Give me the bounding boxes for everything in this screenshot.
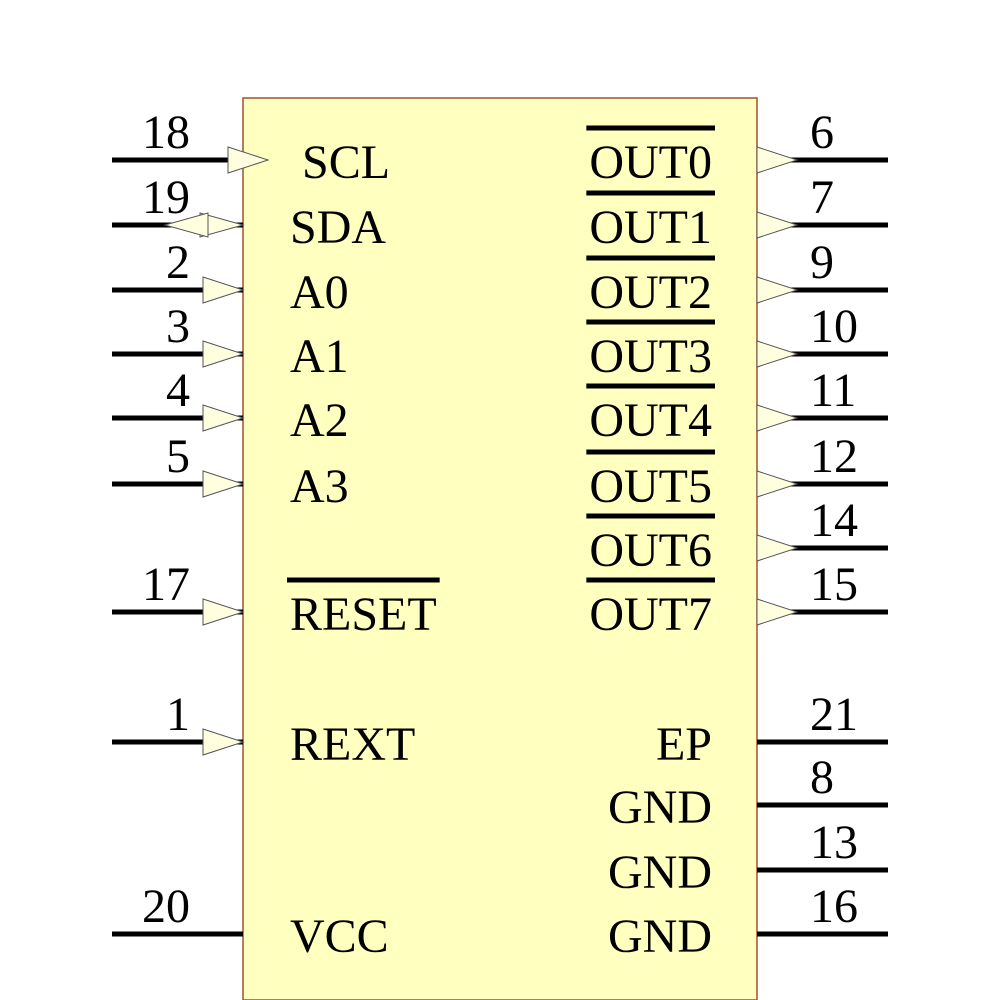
pin-label: A0 — [290, 266, 349, 319]
right-pin-group: 6OUT07OUT19OUT210OUT311OUT412OUT514OUT61… — [586, 106, 888, 963]
pin-number: 20 — [142, 880, 190, 933]
pin-label: OUT3 — [589, 330, 712, 383]
pin-a3-5: 5A3 — [112, 430, 349, 513]
input-arrow-icon — [202, 276, 245, 304]
pin-label: A3 — [290, 460, 349, 513]
output-arrow-icon — [756, 598, 799, 626]
pin-number: 1 — [166, 688, 190, 741]
pin-label: SCL — [302, 136, 390, 189]
output-arrow-icon — [756, 146, 799, 174]
output-arrow-icon — [756, 534, 799, 562]
pin-label: GND — [608, 910, 712, 963]
pin-number: 16 — [810, 880, 858, 933]
pin-label: OUT0 — [589, 136, 712, 189]
pin-number: 6 — [810, 106, 834, 159]
pin-number: 19 — [142, 171, 190, 224]
output-arrow-icon — [756, 470, 799, 498]
pin-number: 14 — [810, 494, 858, 547]
pin-number: 2 — [166, 236, 190, 289]
pin-label: OUT6 — [589, 524, 712, 577]
input-arrow-icon — [202, 340, 245, 368]
pin-a2-4: 4A2 — [112, 364, 349, 447]
pin-number: 13 — [810, 816, 858, 869]
pin-number: 3 — [166, 300, 190, 353]
input-arrow-icon — [202, 728, 245, 756]
pin-number: 11 — [810, 364, 856, 417]
pin-number: 8 — [810, 751, 834, 804]
pin-label: OUT7 — [589, 588, 712, 641]
output-arrow-icon — [756, 404, 799, 432]
pin-number: 21 — [810, 688, 858, 741]
input-arrow-icon — [202, 470, 245, 498]
ic-body — [242, 97, 758, 1000]
pin-number: 5 — [166, 430, 190, 483]
pin-number: 10 — [810, 300, 858, 353]
pin-number: 9 — [810, 236, 834, 289]
pin-label: RESET — [290, 588, 437, 641]
pin-label: VCC — [290, 910, 389, 963]
pin-number: 15 — [810, 558, 858, 611]
output-arrow-icon — [756, 276, 799, 304]
pin-a1-3: 3A1 — [112, 300, 349, 383]
pin-label: OUT2 — [589, 266, 712, 319]
pin-label: OUT4 — [589, 394, 712, 447]
pin-label: OUT5 — [589, 460, 712, 513]
pin-label: SDA — [290, 201, 386, 254]
input-arrow-icon — [202, 404, 245, 432]
pin-number: 12 — [810, 430, 858, 483]
pin-label: GND — [608, 846, 712, 899]
pin-label: A2 — [290, 394, 349, 447]
pin-label: A1 — [290, 330, 349, 383]
input-arrow-icon — [227, 146, 270, 174]
input-arrow-icon — [202, 598, 245, 626]
bidirectional-arrow-out-icon — [163, 212, 209, 238]
pin-number: 17 — [142, 558, 190, 611]
pin-label: OUT1 — [589, 201, 712, 254]
pin-number: 4 — [166, 364, 190, 417]
pin-number: 18 — [142, 106, 190, 159]
pin-label: EP — [656, 718, 712, 771]
pin-label: GND — [608, 781, 712, 834]
pin-a0-2: 2A0 — [112, 236, 349, 319]
pin-label: REXT — [290, 718, 415, 771]
output-arrow-icon — [756, 340, 799, 368]
pin-number: 7 — [810, 171, 834, 224]
output-arrow-icon — [756, 211, 799, 239]
